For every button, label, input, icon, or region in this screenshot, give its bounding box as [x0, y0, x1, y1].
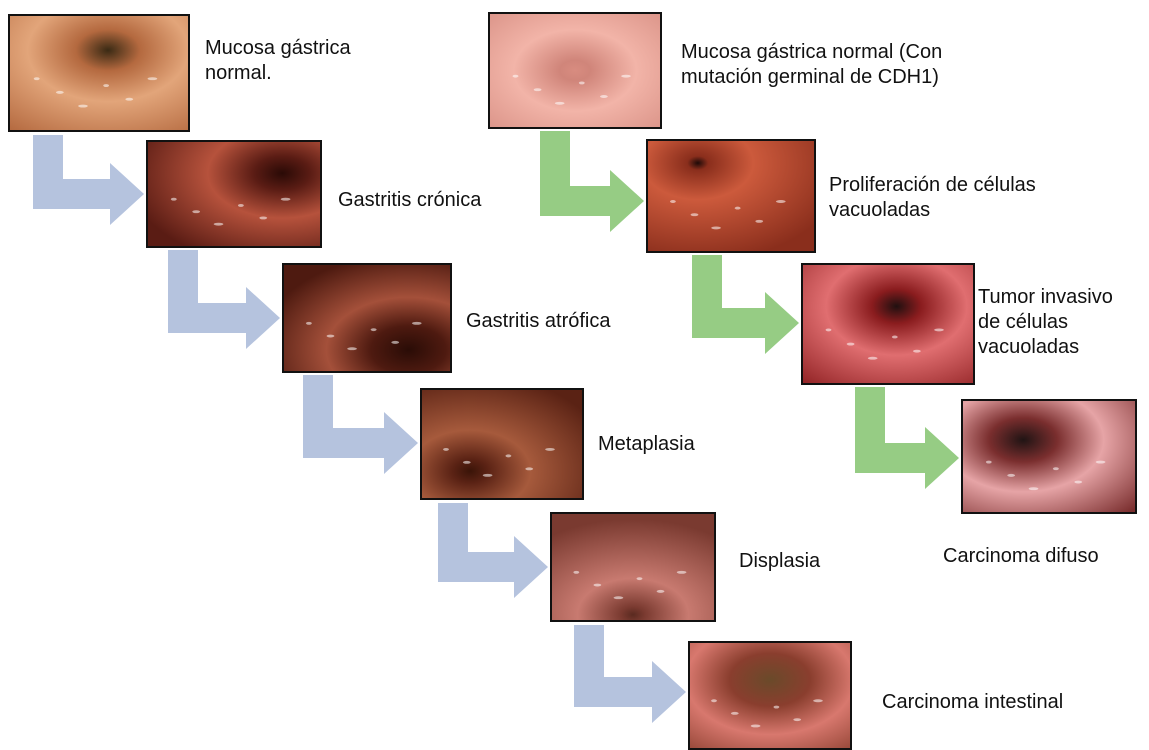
- endoscopy-photo-normal-mucosa: [8, 14, 190, 132]
- label-atrophic-gastritis: Gastritis atrófica: [466, 309, 610, 334]
- label-invasive-tumor: Tumor invasivo de células vacuoladas: [978, 285, 1113, 360]
- arrow-diffuse-2: [692, 255, 799, 354]
- arrow-intestinal-5: [574, 625, 686, 723]
- label-vacuolated-proliferation: Proliferación de células vacuoladas: [829, 173, 1036, 223]
- arrow-intestinal-3: [303, 375, 418, 474]
- label-cdh1-mucosa: Mucosa gástrica normal (Con mutación ger…: [681, 40, 942, 90]
- endoscopy-photo-diffuse-carcinoma: [961, 399, 1137, 514]
- endoscopy-photo-invasive-tumor: [801, 263, 975, 385]
- arrow-intestinal-4: [438, 503, 548, 598]
- endoscopy-photo-chronic-gastritis: [146, 140, 322, 248]
- endoscopy-photo-metaplasia: [420, 388, 584, 500]
- endoscopy-photo-intestinal-carcinoma: [688, 641, 852, 750]
- label-chronic-gastritis: Gastritis crónica: [338, 188, 481, 213]
- arrow-intestinal-1: [33, 135, 144, 225]
- label-normal-mucosa: Mucosa gástrica normal.: [205, 36, 351, 86]
- label-metaplasia: Metaplasia: [598, 432, 695, 457]
- endoscopy-photo-dysplasia: [550, 512, 716, 622]
- arrow-diffuse-1: [540, 131, 644, 232]
- endoscopy-photo-vacuolated-proliferation: [646, 139, 816, 253]
- endoscopy-photo-atrophic-gastritis: [282, 263, 452, 373]
- label-intestinal-carcinoma: Carcinoma intestinal: [882, 690, 1063, 715]
- label-diffuse-carcinoma: Carcinoma difuso: [943, 544, 1099, 569]
- label-dysplasia: Displasia: [739, 549, 820, 574]
- arrow-intestinal-2: [168, 250, 280, 349]
- endoscopy-photo-cdh1-mucosa: [488, 12, 662, 129]
- arrow-diffuse-3: [855, 387, 959, 489]
